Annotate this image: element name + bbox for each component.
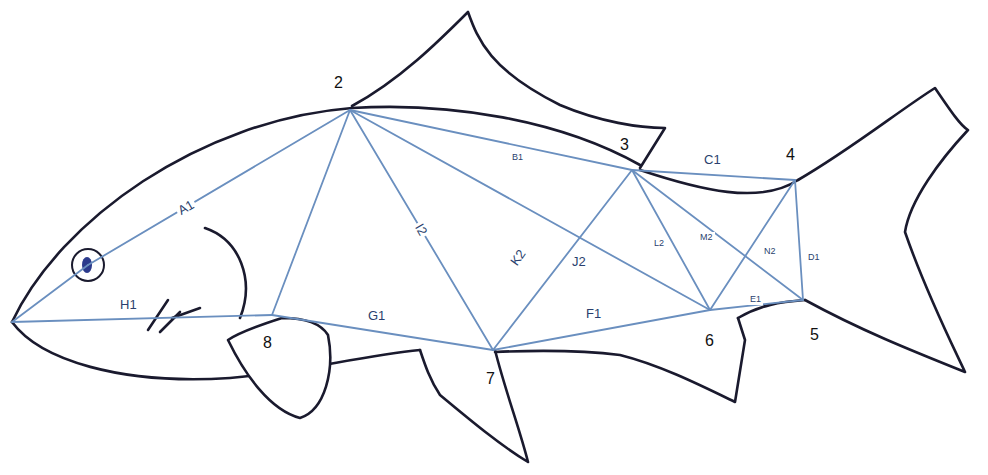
landmark-number: 3 — [618, 136, 631, 154]
segment-label: H1 — [118, 297, 139, 312]
truss-line — [350, 110, 710, 310]
segment-label: C1 — [702, 152, 723, 167]
fish-belly — [12, 322, 420, 379]
segment-label: M2 — [698, 232, 715, 243]
fish-back — [12, 107, 640, 322]
segment-label: D1 — [806, 252, 822, 263]
segment-label: L2 — [652, 238, 666, 249]
truss-line — [350, 110, 632, 170]
truss-line — [493, 170, 632, 350]
landmark-number: 2 — [332, 74, 345, 92]
truss-line — [795, 180, 803, 300]
fish-back-rear — [640, 170, 798, 193]
landmark-number: 8 — [261, 334, 274, 352]
segment-label: I2 — [411, 219, 431, 239]
segment-label: B1 — [510, 152, 525, 163]
truss-line — [350, 110, 493, 350]
segment-label: G1 — [366, 308, 387, 323]
segment-label: J2 — [570, 254, 588, 269]
truss-line — [12, 315, 272, 322]
truss-line — [632, 170, 803, 300]
segment-label: A1 — [174, 196, 199, 219]
segment-label: F1 — [584, 306, 603, 321]
truss-line — [272, 110, 350, 315]
anal-fin — [495, 318, 745, 402]
truss-line — [710, 180, 795, 310]
gill-arc — [205, 228, 246, 318]
landmark-number: 5 — [808, 326, 821, 344]
landmark-number: 4 — [784, 146, 797, 164]
pelvic-fin — [420, 350, 528, 462]
pectoral-fin — [228, 318, 330, 418]
segment-label: N2 — [762, 246, 778, 257]
truss-line — [88, 110, 350, 265]
tail-fin — [798, 88, 968, 372]
segment-label: K2 — [506, 245, 530, 270]
segment-label: E1 — [748, 294, 763, 305]
truss-line — [632, 170, 795, 180]
truss-line — [12, 265, 88, 322]
landmark-number: 6 — [703, 332, 716, 350]
landmark-number: 7 — [484, 370, 497, 388]
